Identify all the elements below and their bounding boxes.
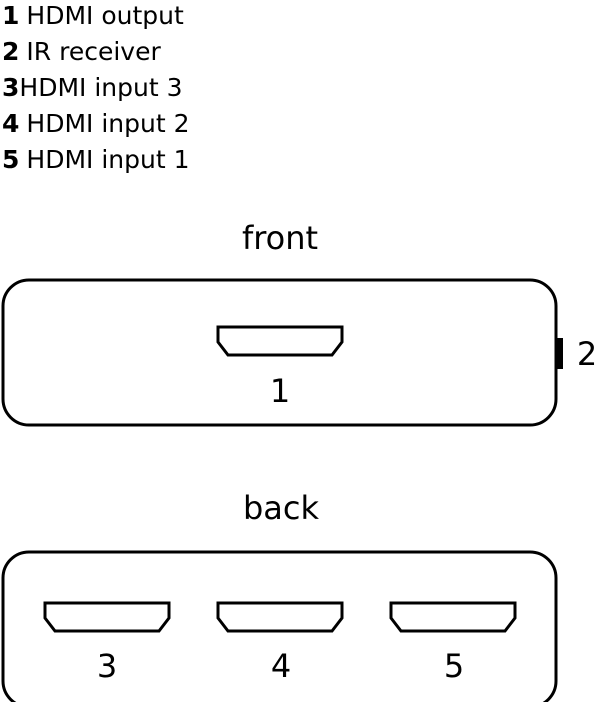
legend-number: 2: [2, 37, 20, 66]
back-view: back 3 4 5: [1, 489, 558, 702]
legend-label: IR receiver: [26, 37, 161, 66]
front-view: front 1 2: [1, 219, 597, 427]
hdmi-input-1-port: [389, 601, 517, 633]
legend-label: HDMI input 2: [26, 109, 190, 138]
back-title: back: [243, 489, 320, 527]
legend-label: HDMI output: [26, 1, 184, 30]
hdmi-output-port-label: 1: [270, 372, 290, 410]
hdmi-input-2-port: [216, 601, 344, 633]
legend-item-hdmi-input-3: 3HDMI input 3: [2, 72, 190, 108]
front-title: front: [242, 219, 318, 257]
back-device-body: [1, 550, 558, 702]
hdmi-input-3-port: [43, 601, 171, 633]
legend-label: HDMI input 3: [19, 73, 183, 102]
legend-number: 1: [2, 1, 20, 30]
legend-number: 5: [2, 145, 20, 174]
ir-receiver-sensor: [555, 338, 563, 369]
ir-receiver-label: 2: [577, 335, 597, 373]
hdmi-output-port: [216, 325, 344, 357]
hdmi-input-3-port-label: 3: [97, 647, 117, 685]
hdmi-input-1-port-label: 5: [444, 647, 464, 685]
legend-number: 4: [2, 109, 20, 138]
legend-number: 3: [2, 73, 20, 102]
legend-label: HDMI input 1: [26, 145, 190, 174]
hdmi-input-2-port-label: 4: [271, 647, 291, 685]
